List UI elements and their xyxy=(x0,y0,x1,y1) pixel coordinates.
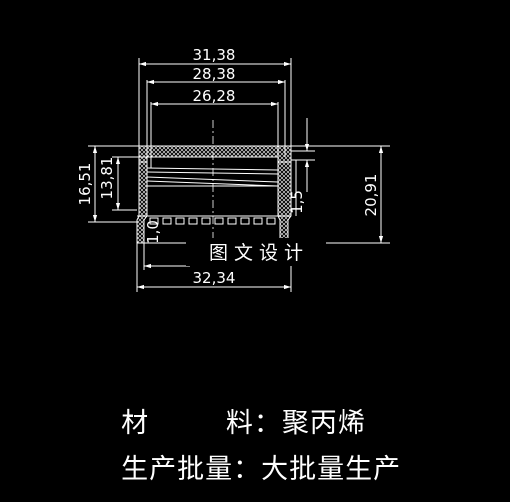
batch-label: 生产批量： xyxy=(121,454,262,485)
top-dimensions: 31,38 28,38 26,28 xyxy=(138,46,292,168)
batch-row: 生产批量：大批量生产 xyxy=(102,416,401,486)
dim-left-inner: 13,81 xyxy=(98,157,116,200)
cap-section xyxy=(136,120,292,262)
material-label: 材 料： xyxy=(121,408,282,439)
batch-value: 大批量生产 xyxy=(261,454,402,485)
tamper-band-ribs xyxy=(149,217,276,225)
dim-bottom-small: 1,0 xyxy=(144,220,162,244)
dim-wall-height: 1,5 xyxy=(288,190,306,214)
dim-bottom-width: 32,34 xyxy=(193,269,236,287)
bottom-dimensions: 32,34 1,0 xyxy=(136,220,292,292)
dim-top-inner: 26,28 xyxy=(193,87,236,105)
dim-top-outer: 31,38 xyxy=(193,46,236,64)
left-dimensions: 16,51 13,81 xyxy=(76,145,147,223)
material-row: 材 料：聚丙烯 xyxy=(102,370,366,440)
watermark: 图 文 设 计 xyxy=(209,242,303,264)
top-plate-section xyxy=(138,145,292,163)
dim-right-height: 20,91 xyxy=(362,174,380,217)
right-dimensions: 20,91 1,5 xyxy=(288,118,390,244)
dim-top-mid: 28,38 xyxy=(193,65,236,83)
material-value: 聚丙烯 xyxy=(281,408,366,439)
dim-left-outer: 16,51 xyxy=(76,163,94,206)
